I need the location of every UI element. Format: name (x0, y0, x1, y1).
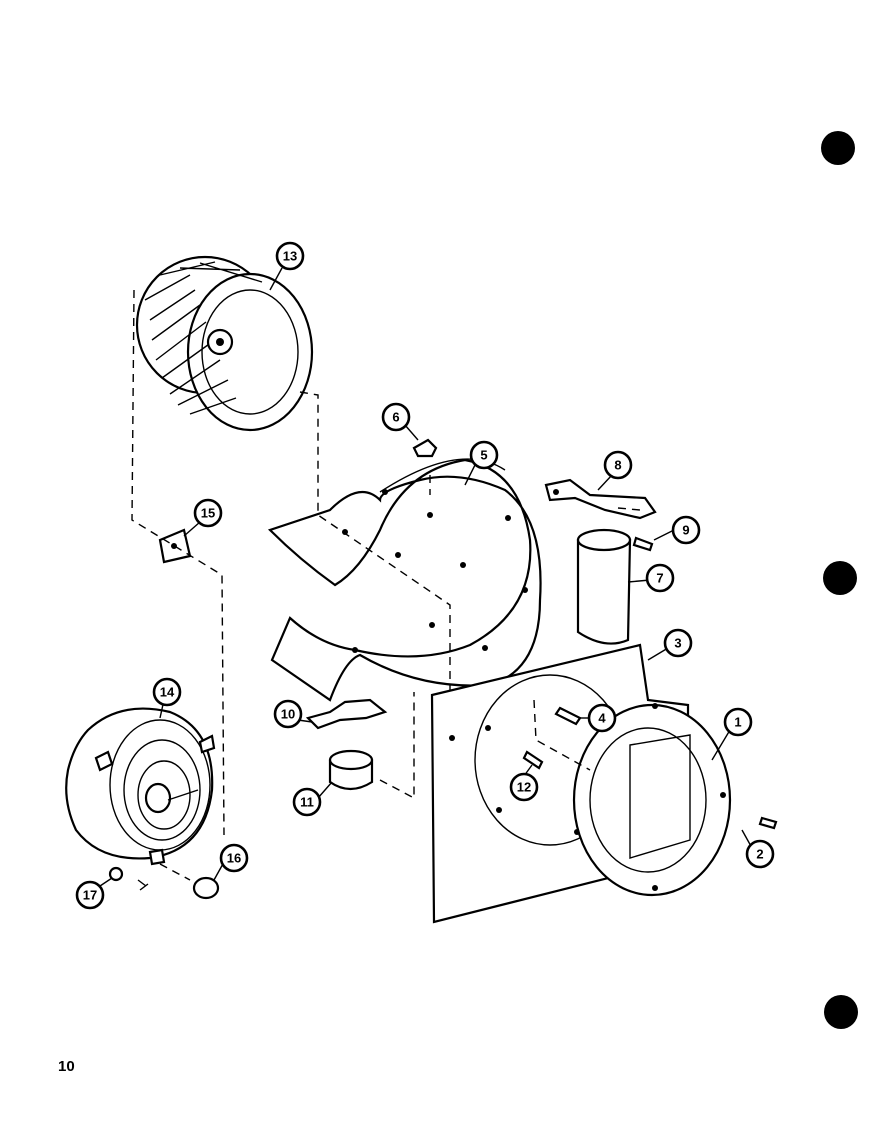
blower-housing (267, 458, 542, 702)
callout-5-label: 5 (480, 448, 487, 463)
callout-9: 9 (671, 515, 701, 545)
callout-8-label: 8 (614, 458, 621, 473)
callout-6-label: 6 (392, 410, 399, 425)
callout-8: 8 (603, 450, 633, 480)
callout-4: 4 (587, 703, 617, 733)
callout-1-label: 1 (734, 715, 741, 730)
callout-16-label: 16 (227, 851, 241, 866)
callout-7-label: 7 (656, 571, 663, 586)
callout-12-label: 12 (517, 780, 531, 795)
mounting-clip (412, 438, 438, 458)
inlet-ring (572, 703, 732, 897)
capacitor-strap (544, 478, 657, 520)
page-number: 10 (58, 1058, 75, 1075)
callout-2: 2 (745, 839, 775, 869)
binder-hole-mark (823, 561, 857, 595)
callout-3-label: 3 (674, 636, 681, 651)
callout-7: 7 (645, 563, 675, 593)
callout-5: 5 (469, 440, 499, 470)
callout-4-label: 4 (598, 711, 606, 726)
screw-9 (632, 536, 654, 552)
callout-11-label: 11 (300, 795, 314, 810)
blower-motor (65, 707, 216, 866)
capacitor-bracket (305, 698, 388, 730)
callout-10-label: 10 (281, 707, 295, 722)
callout-17-label: 17 (83, 888, 97, 903)
rubber-grommet (192, 876, 220, 900)
callout-14-label: 14 (160, 685, 175, 700)
callout-15-label: 15 (201, 506, 215, 521)
callout-12: 12 (509, 772, 539, 802)
hex-nut (108, 866, 149, 891)
callout-16: 16 (219, 843, 249, 873)
screw-12 (522, 750, 544, 770)
callout-6: 6 (381, 402, 411, 432)
callout-3: 3 (663, 628, 693, 658)
callout-10: 10 (273, 699, 303, 729)
assembly-lines (131, 289, 641, 881)
callout-13-label: 13 (283, 249, 297, 264)
binder-hole-mark (824, 995, 858, 1029)
callout-15: 15 (193, 498, 223, 528)
callout-14: 14 (152, 677, 182, 707)
callout-2-label: 2 (756, 847, 763, 862)
callout-1: 1 (723, 707, 753, 737)
screw-2 (758, 816, 778, 830)
screw-4 (554, 706, 582, 726)
binder-hole-mark (821, 131, 855, 165)
callout-11: 11 (292, 787, 322, 817)
callout-17: 17 (75, 880, 105, 910)
callout-9-label: 9 (682, 523, 689, 538)
blower-wheel (135, 255, 314, 432)
start-capacitor (328, 749, 374, 791)
run-capacitor (576, 528, 632, 645)
callout-13: 13 (275, 241, 305, 271)
